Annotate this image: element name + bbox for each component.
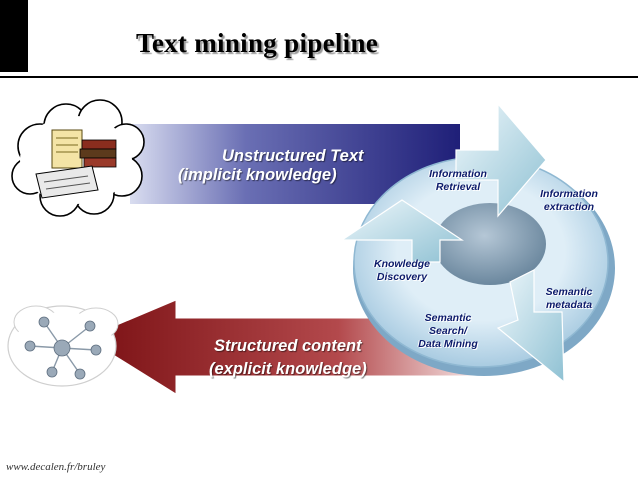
stage-line: metadata — [545, 299, 593, 311]
title-divider — [0, 76, 638, 78]
stage-semantic-metadata: Semantic metadata — [532, 286, 606, 312]
cycle-arrow-left — [340, 199, 464, 263]
stage-knowledge-discovery: Knowledge Discovery — [362, 258, 442, 284]
cycle-arrow-right — [496, 269, 565, 384]
source-watermark: www.decalen.fr/bruley — [6, 461, 106, 473]
stage-line: Semantic — [424, 312, 472, 324]
stage-line: Search/ — [429, 325, 467, 337]
stage-line: Retrieval — [435, 181, 481, 193]
stage-line: Information — [540, 188, 598, 200]
stage-information-extraction: Information extraction — [528, 188, 610, 214]
slide-accent-bar — [0, 0, 28, 72]
stage-information-retrieval: Information Retrieval — [420, 168, 496, 194]
cycle-arrow-top — [455, 102, 547, 218]
implicit-knowledge-label: (implicit knowledge) — [178, 166, 337, 184]
stage-line: Discovery — [376, 271, 428, 283]
stage-line: Knowledge — [373, 258, 430, 270]
unstructured-text-label: Unstructured Text — [222, 147, 364, 165]
cycle-arrows — [340, 102, 565, 384]
cycle-core — [434, 203, 546, 285]
stage-line: Data Mining — [418, 338, 478, 350]
network-graph-cloud-icon — [7, 305, 119, 387]
slide-title: Text mining pipeline — [136, 28, 379, 58]
stage-line: Information — [429, 168, 487, 180]
stage-semantic-search: Semantic Search/ Data Mining — [408, 312, 488, 351]
stage-line: Semantic — [545, 286, 593, 298]
structured-content-label: Structured content — [214, 337, 362, 355]
documents-cloud-icon — [11, 99, 145, 217]
stage-line: extraction — [543, 201, 595, 213]
explicit-knowledge-label: (explicit knowledge) — [209, 360, 367, 378]
